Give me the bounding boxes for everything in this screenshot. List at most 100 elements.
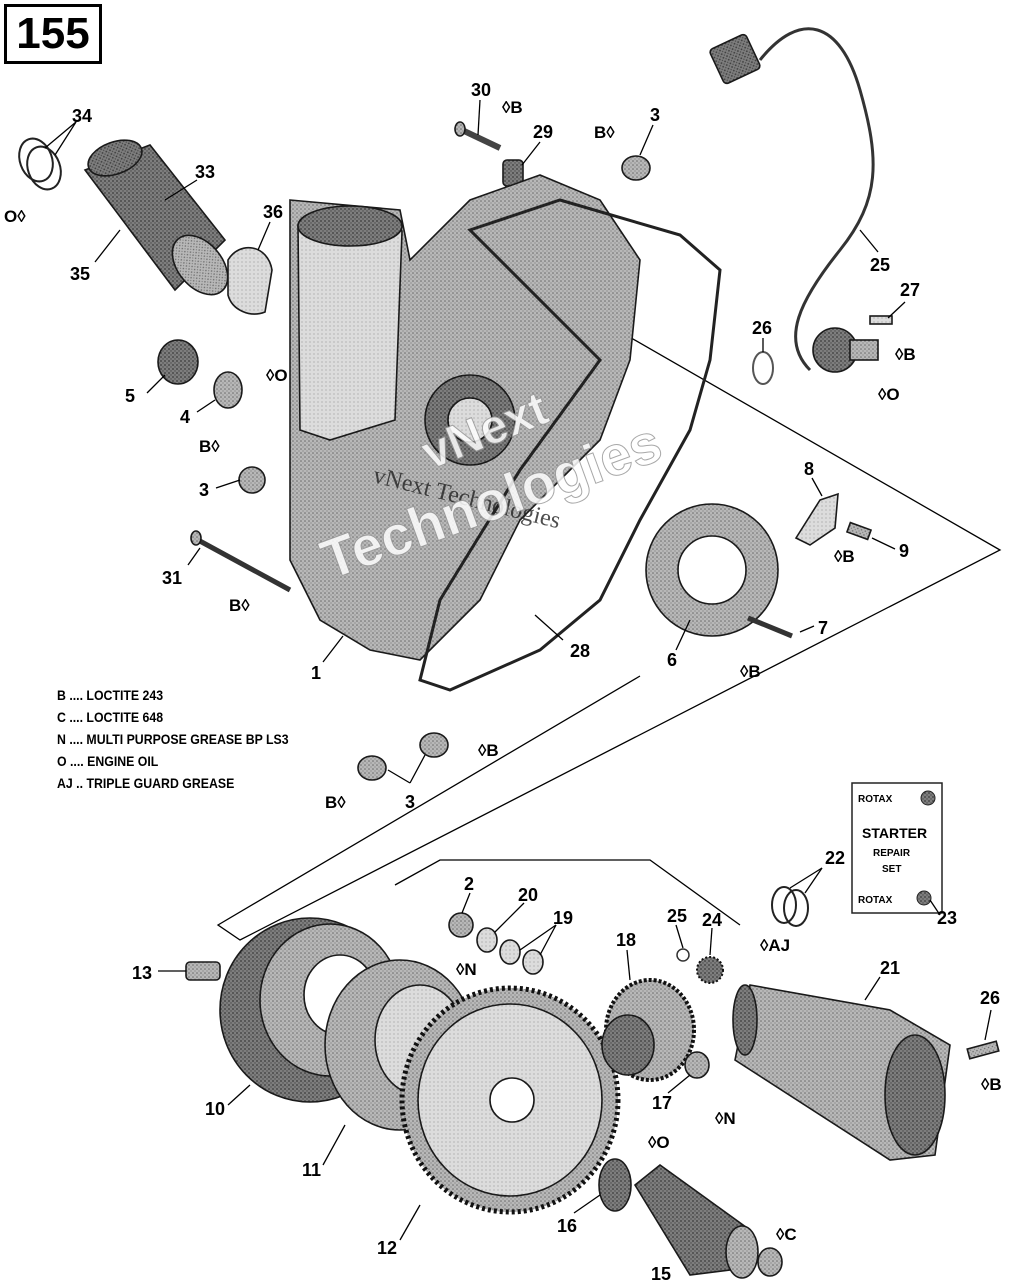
callout-3-mid: 3	[405, 792, 415, 812]
part-22-o-ring-a	[771, 886, 797, 924]
part-35-o-ring-b	[26, 145, 62, 191]
part-12-ring-gear	[399, 985, 621, 1215]
part-1-crankcase	[289, 174, 641, 661]
callout-27: 25	[870, 255, 890, 275]
callout-leaders	[44, 99, 992, 1241]
callout-1: 1	[311, 663, 321, 683]
part-16-seal	[598, 1158, 632, 1212]
callout-8: 8	[804, 459, 814, 479]
callout-29: 27	[900, 280, 920, 300]
callout-9: 9	[899, 541, 909, 561]
callout-25: 25	[667, 906, 687, 926]
callout-26: 26	[980, 988, 1000, 1008]
lube-c-15: ◊C	[776, 1225, 797, 1244]
lube-b-33: B◊	[229, 596, 250, 615]
part-29-sensor	[812, 315, 893, 373]
lube-b-7: ◊B	[740, 662, 761, 681]
callout-32: 30	[471, 80, 491, 100]
callout-17: 17	[652, 1093, 672, 1113]
callout-21: 21	[880, 958, 900, 978]
part-5-seal	[157, 339, 199, 385]
part-33-long-bolt	[190, 530, 292, 593]
callout-18: 18	[616, 930, 636, 950]
callout-15: 15	[651, 1264, 671, 1280]
part-15-nut	[757, 1247, 783, 1277]
part-17-bushing	[684, 1051, 710, 1079]
lube-o-16: ◊O	[648, 1133, 670, 1152]
part-15-sleeve	[633, 1163, 759, 1279]
repair-card-line3: SET	[882, 864, 901, 875]
part-2-bushing	[448, 912, 474, 938]
part-25-clip	[676, 948, 690, 962]
callout-6: 6	[667, 650, 677, 670]
callout-24: 24	[702, 910, 722, 930]
part-32-bolt	[454, 121, 502, 151]
callout-10: 10	[205, 1099, 225, 1119]
repair-card-brand-bottom: ROTAX	[858, 895, 893, 906]
part-13-bolt	[185, 961, 221, 981]
callout-3-left: 3	[199, 480, 209, 500]
lube-o-29: ◊O	[878, 385, 900, 404]
legend-item-c: C .... LOCTITE 648	[57, 709, 164, 725]
lube-o-35: O◊	[4, 207, 26, 226]
part-9-screw	[845, 521, 873, 541]
page-number: 155	[4, 4, 102, 64]
callout-37: 36	[263, 202, 283, 222]
repair-card-line2: REPAIR	[873, 848, 911, 859]
callout-22: 22	[825, 848, 845, 868]
lube-n-17: ◊N	[715, 1109, 736, 1128]
callout-36: 35	[70, 264, 90, 284]
lube-b-32: ◊B	[502, 98, 523, 117]
callout-33: 31	[162, 568, 182, 588]
part-3-plug-left	[238, 466, 266, 494]
callout-31: 29	[533, 122, 553, 142]
lube-o-4: ◊O	[266, 366, 288, 385]
lube-b-3-mid-b: B◊	[325, 793, 346, 812]
legend-item-b: B .... LOCTITE 243	[57, 687, 164, 703]
callout-13: 13	[132, 963, 152, 983]
callout-4: 4	[180, 407, 190, 427]
part-37-clamp	[227, 246, 273, 315]
part-8-clamp	[794, 492, 839, 546]
callout-11: 11	[302, 1160, 321, 1180]
part-19-washer-a	[499, 939, 521, 965]
callout-20: 20	[518, 885, 538, 905]
part-21-starter-motor	[732, 984, 951, 1161]
part-30-gasket	[418, 198, 722, 692]
lube-aj-21: ◊AJ	[760, 936, 790, 955]
lubricant-legend: B .... LOCTITE 243 C .... LOCTITE 648 N …	[57, 684, 321, 794]
callout-12: 12	[377, 1238, 397, 1258]
lube-b-3-left: B◊	[199, 437, 220, 456]
callout-30: 28	[570, 641, 590, 661]
part-26-bolt	[966, 1040, 1000, 1060]
repair-card-title: STARTER	[862, 825, 927, 841]
part-22-o-ring-b	[783, 889, 809, 927]
part-27-sensor-cable	[709, 27, 875, 372]
repair-card-brand-top: ROTAX	[858, 794, 893, 805]
lube-b-3-mid-a: ◊B	[478, 741, 499, 760]
assembly-lines	[216, 319, 1002, 941]
callout-35: 34	[72, 106, 92, 126]
lube-b-26: ◊B	[981, 1075, 1002, 1094]
lube-b-9: ◊B	[834, 547, 855, 566]
part-3-plug-mid-a	[419, 732, 449, 758]
callout-28: 26	[752, 318, 772, 338]
part-7-bolt	[747, 615, 793, 639]
callout-19: 19	[553, 908, 573, 928]
part-28-o-ring	[752, 351, 774, 385]
callout-3-top: 3	[650, 105, 660, 125]
callout-34: 33	[195, 162, 215, 182]
part-34-sleeve	[83, 139, 229, 296]
lube-n-2: ◊N	[456, 960, 477, 979]
callout-2: 2	[464, 874, 474, 894]
part-3-plug-mid-b	[357, 755, 387, 781]
part-4-washer	[213, 371, 243, 409]
callout-5: 5	[125, 386, 135, 406]
callout-labels: 34 33 35 36 30 29 3 5 4 3 31 1 28 6 7 8 …	[70, 80, 1000, 1280]
lube-marks: O◊ ◊B B◊ ◊O B◊ B◊ ◊B ◊B ◊B ◊O ◊B B◊ ◊N ◊…	[4, 98, 1002, 1244]
legend-item-aj: AJ .. TRIPLE GUARD GREASE	[57, 775, 235, 791]
part-20-washer	[476, 927, 498, 953]
part-6-stator	[645, 503, 779, 637]
legend-item-o: O .... ENGINE OIL	[57, 753, 159, 769]
